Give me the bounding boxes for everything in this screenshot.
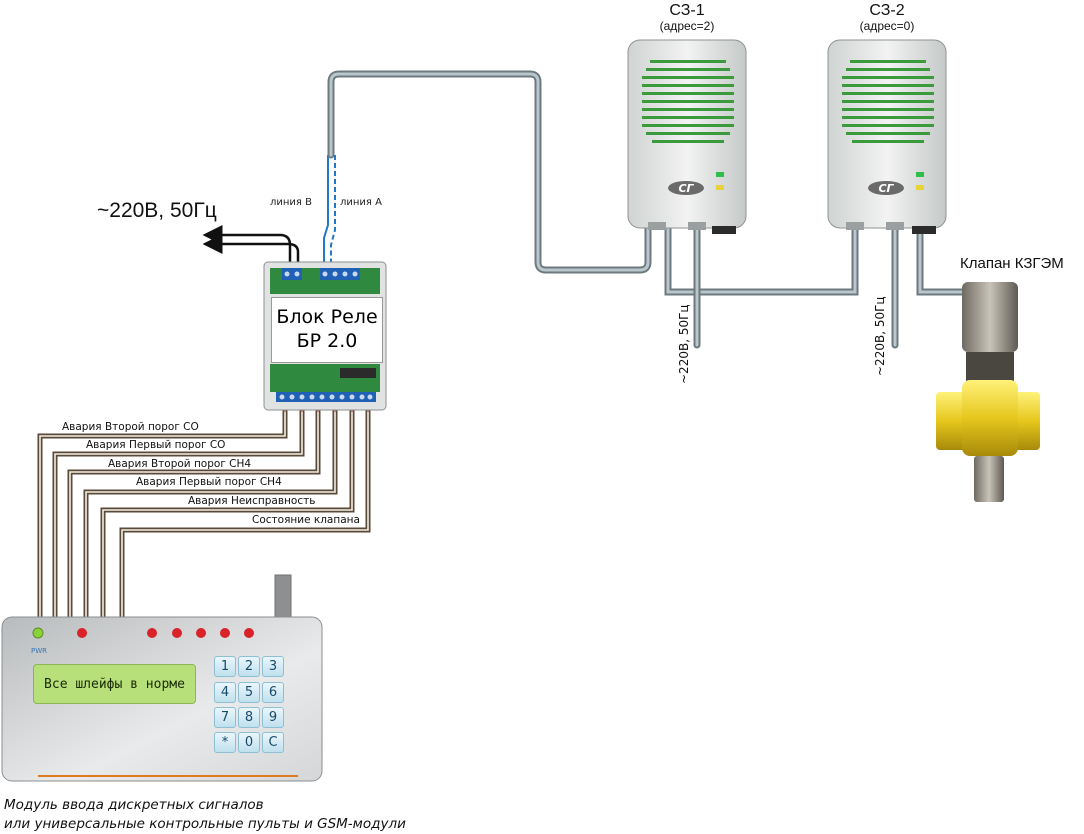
key-star[interactable]: * — [214, 732, 236, 753]
key-2[interactable]: 2 — [238, 656, 260, 677]
line-a-label: линия А — [340, 197, 382, 208]
sensor-2-power-label: ~220В, 50Гц — [873, 296, 887, 376]
key-6[interactable]: 6 — [262, 682, 284, 703]
line-b-label: линия В — [270, 197, 312, 208]
relay-block-name: Блок Реле — [276, 306, 378, 329]
key-0[interactable]: 0 — [238, 732, 260, 753]
caption-line-1: Модуль ввода дискретных сигналов — [4, 797, 264, 813]
sensor-1-title: СЗ-1 — [669, 2, 705, 19]
key-3[interactable]: 3 — [262, 656, 284, 677]
relay-block-model: БР 2.0 — [296, 330, 358, 352]
sensor-2-device — [827, 39, 947, 234]
key-1[interactable]: 1 — [214, 656, 236, 677]
key-5[interactable]: 5 — [238, 682, 260, 703]
module-caption: Модуль ввода дискретных сигналов или уни… — [4, 796, 406, 834]
wire-label-valve-state: Состояние клапана — [252, 514, 360, 526]
wire-label-fault: Авария Неисправность — [188, 495, 316, 507]
power-input-label: ~220В, 50Гц — [97, 199, 217, 222]
module-display: Все шлейфы в норме — [33, 664, 196, 704]
sensor-1-logo: СГ — [668, 181, 704, 195]
valve-label: Клапан КЗГЭМ — [960, 255, 1064, 272]
power-input-wires — [202, 225, 300, 268]
caption-line-2: или универсальные контрольные пульты и G… — [4, 815, 406, 832]
key-4[interactable]: 4 — [214, 682, 236, 703]
valve-device — [936, 282, 1040, 502]
wire-label-ch4-second: Авария Второй порог СН4 — [108, 458, 252, 470]
key-7[interactable]: 7 — [214, 707, 236, 728]
sensor-1-device — [627, 39, 747, 234]
signal-wires — [37, 397, 373, 620]
key-9[interactable]: 9 — [262, 707, 284, 728]
sensor-1-address: (адрес=2) — [659, 19, 715, 33]
wire-label-ch4-first: Авария Первый порог СН4 — [136, 476, 282, 488]
pwr-label: PWR — [31, 647, 48, 655]
key-clear[interactable]: С — [262, 732, 284, 753]
sensor-2-title: СЗ-2 — [869, 2, 905, 19]
sensor-bus-cable — [327, 70, 969, 349]
sensor-2-logo: СГ — [868, 181, 904, 195]
line-ab-wires — [323, 155, 336, 268]
wire-label-co-second: Авария Второй порог СО — [62, 421, 199, 433]
sensor-2-address: (адрес=0) — [859, 19, 915, 33]
relay-block-label: Блок Реле БР 2.0 — [271, 297, 383, 363]
key-8[interactable]: 8 — [238, 707, 260, 728]
sensor-1-power-label: ~220В, 50Гц — [677, 304, 691, 384]
wire-label-co-first: Авария Первый порог СО — [86, 439, 226, 451]
